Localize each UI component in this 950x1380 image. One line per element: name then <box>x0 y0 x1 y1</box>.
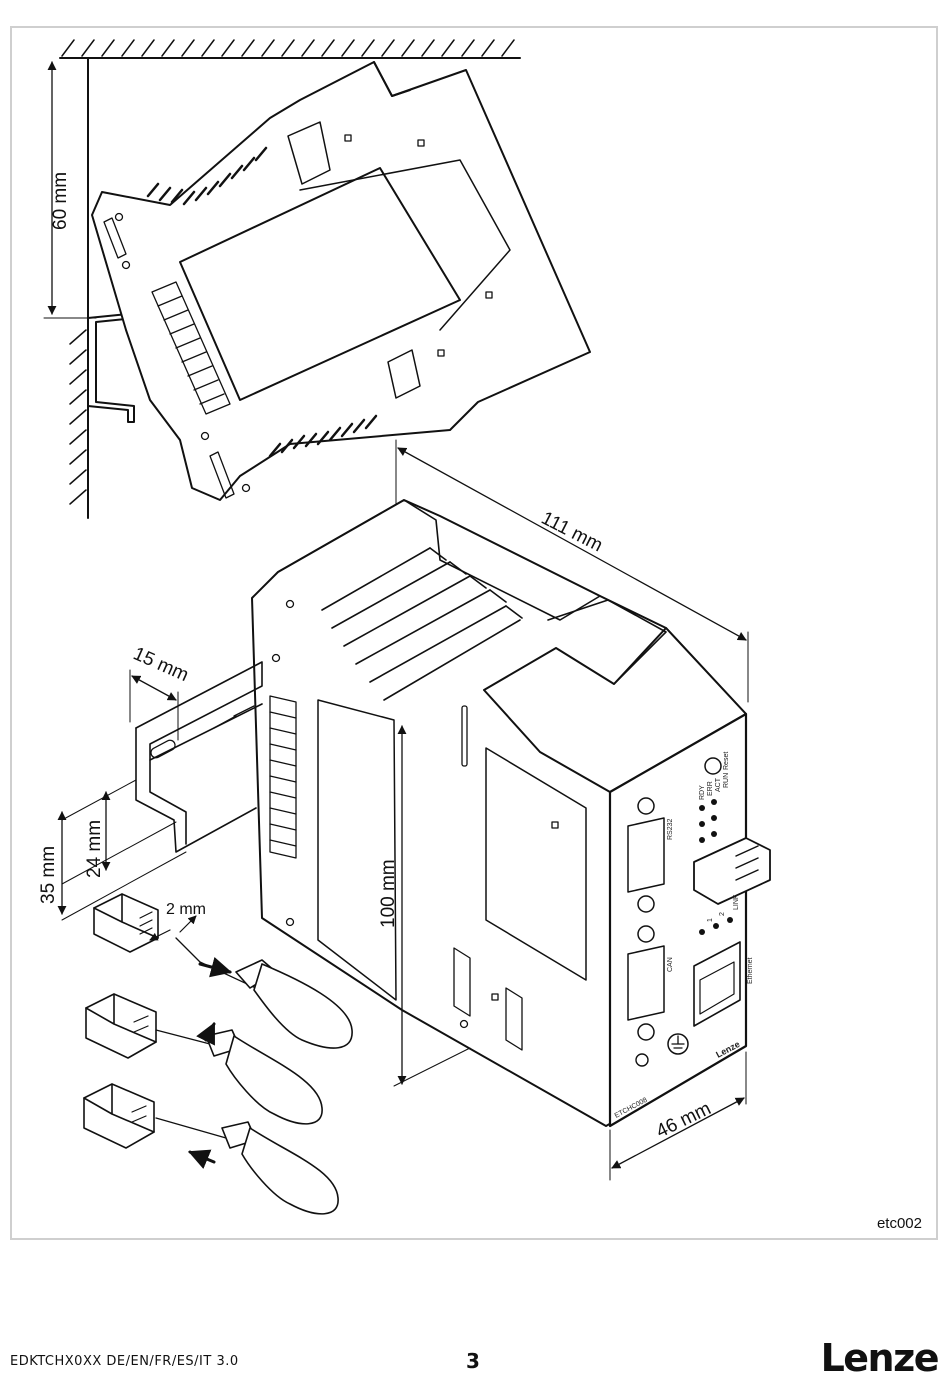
rs232-port <box>627 797 665 913</box>
device-tilted <box>91 61 591 501</box>
figure-frame: etc002 <box>10 26 938 1240</box>
mounting-diagram: 60 mm 111 mm <box>38 39 771 1215</box>
led-label-rdy: RDY <box>699 785 706 800</box>
ethernet-port <box>693 941 741 1027</box>
can-label: CAN <box>667 957 674 972</box>
led-labels-1: RDY ERR ACT RUN <box>699 773 730 800</box>
connector-step-2 <box>85 993 323 1125</box>
led-label-err: ERR <box>707 781 714 796</box>
can-port <box>627 925 665 1041</box>
led-labels-2: 1 2 LINK <box>707 894 740 922</box>
dimension-24mm: 24 mm <box>84 791 111 878</box>
wall-ceiling <box>59 39 521 519</box>
document-id: EDKTCHX0XX DE/EN/FR/ES/IT 3.0 <box>10 1354 239 1369</box>
device-main: ETCHC008 Lenze RS232 CAN Reset Ethernet … <box>251 499 771 1128</box>
connector-step-1 <box>93 893 353 1049</box>
dim-24mm-label: 24 mm <box>84 820 105 878</box>
led-label-1: 1 <box>707 918 714 922</box>
dimension-100mm: 100 mm <box>378 725 471 1087</box>
page-number: 3 <box>466 1349 480 1373</box>
dim-111mm-label: 111 mm <box>538 508 606 557</box>
connector-step-3 <box>83 1083 339 1215</box>
led-label-link: LINK <box>733 894 740 910</box>
ground-icon <box>667 1033 689 1055</box>
led-label-2: 2 <box>719 912 726 916</box>
figure-id: etc002 <box>876 1215 922 1232</box>
led-label-run: RUN <box>723 773 730 788</box>
reset-button <box>704 757 722 775</box>
status-leds <box>699 799 733 935</box>
dimension-60mm: 60 mm <box>43 61 97 319</box>
dim-2mm-label: 2 mm <box>166 901 206 918</box>
dim-35mm-label: 35 mm <box>38 846 59 904</box>
led-label-act: ACT <box>715 777 722 792</box>
rs232-label: RS232 <box>667 818 674 840</box>
dim-60mm-label: 60 mm <box>50 172 71 230</box>
dim-46mm-label: 46 mm <box>653 1098 714 1142</box>
reset-label: Reset <box>723 752 730 770</box>
dimension-35mm: 35 mm <box>38 811 67 915</box>
ethernet-label: Ethernet <box>747 957 754 984</box>
dimension-2mm: 2 mm <box>149 901 206 941</box>
dim-100mm-label: 100 mm <box>378 859 399 928</box>
din-rail-lower <box>61 661 263 921</box>
brand-logo: Lenze <box>820 1336 940 1380</box>
